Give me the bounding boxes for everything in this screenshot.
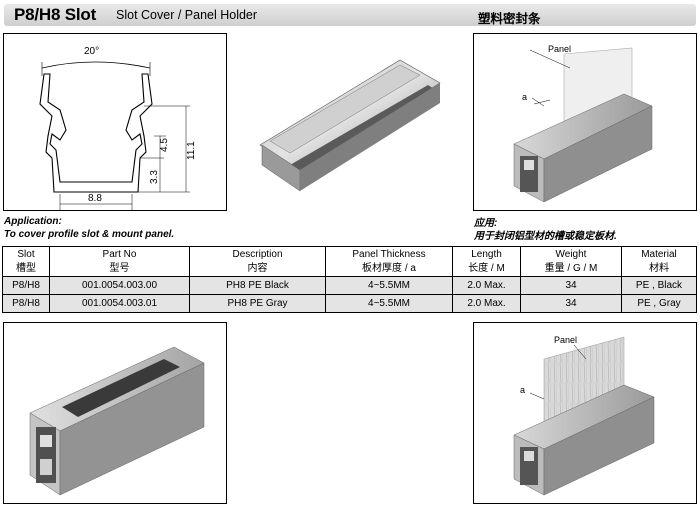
header-band: P8/H8 Slot Slot Cover / Panel Holder 塑料密… bbox=[4, 4, 696, 26]
panel-mount-illustration-top: Panel a bbox=[473, 33, 697, 211]
application-text-en: To cover profile slot & mount panel. bbox=[4, 229, 175, 240]
table-row: P8/H8 001.0054.003.00 PH8 PE Black 4~5.5… bbox=[2, 276, 697, 295]
dimension-4-5-label: 4.5 bbox=[159, 138, 170, 152]
slot-title: P8/H8 Slot bbox=[14, 5, 97, 24]
cell-weight: 34 bbox=[520, 294, 622, 313]
application-en: Application: To cover profile slot & mou… bbox=[4, 215, 174, 241]
dimension-8-8-label: 8.8 bbox=[88, 193, 102, 204]
table-row: P8/H8 001.0054.003.01 PH8 PE Gray 4~5.5M… bbox=[2, 294, 697, 313]
profile-cross-section-drawing: 20° 4.5 3.3 11.1 8.8 bbox=[39, 46, 197, 210]
panel-label-bottom: Panel bbox=[554, 335, 577, 345]
cell-length: 2.0 Max. bbox=[452, 294, 521, 313]
cell-slot: P8/H8 bbox=[2, 294, 50, 313]
sub-title: Slot Cover / Panel Holder bbox=[116, 8, 258, 22]
application-text-cn: 用于封闭铝型材的槽或稳定板材. bbox=[474, 231, 617, 242]
cell-description: PH8 PE Gray bbox=[189, 294, 326, 313]
cell-part-no: 001.0054.003.01 bbox=[49, 294, 190, 313]
chinese-title: 塑料密封条 bbox=[478, 12, 541, 26]
cell-description: PH8 PE Black bbox=[189, 276, 326, 295]
slot-cover-3d-illustration bbox=[250, 45, 450, 200]
cell-panel-thickness: 4~5.5MM bbox=[325, 276, 453, 295]
application-cn: 应用: 用于封闭铝型材的槽或稳定板材. bbox=[474, 217, 617, 243]
profile-with-cover-illustration bbox=[3, 322, 227, 504]
dimension-3-3-label: 3.3 bbox=[149, 170, 160, 184]
cell-part-no: 001.0054.003.00 bbox=[49, 276, 190, 295]
application-label-cn: 应用: bbox=[474, 218, 498, 229]
dimension-11-1-label: 11.1 bbox=[186, 141, 197, 160]
a-label-bottom: a bbox=[520, 385, 525, 395]
cell-panel-thickness: 4~5.5MM bbox=[325, 294, 453, 313]
a-label-top: a bbox=[522, 92, 527, 102]
cell-slot: P8/H8 bbox=[2, 276, 50, 295]
panel-label-top: Panel bbox=[548, 44, 571, 54]
cell-length: 2.0 Max. bbox=[452, 276, 521, 295]
technical-drawing-panel: 20° 4.5 3.3 11.1 8.8 bbox=[3, 33, 227, 211]
application-label-en: Application: bbox=[4, 216, 62, 227]
cell-material: PE , Black bbox=[621, 276, 697, 295]
angle-label: 20° bbox=[84, 46, 99, 57]
cell-weight: 34 bbox=[520, 276, 622, 295]
cell-material: PE , Gray bbox=[621, 294, 697, 313]
panel-mount-illustration-bottom: Panel a bbox=[473, 322, 697, 504]
